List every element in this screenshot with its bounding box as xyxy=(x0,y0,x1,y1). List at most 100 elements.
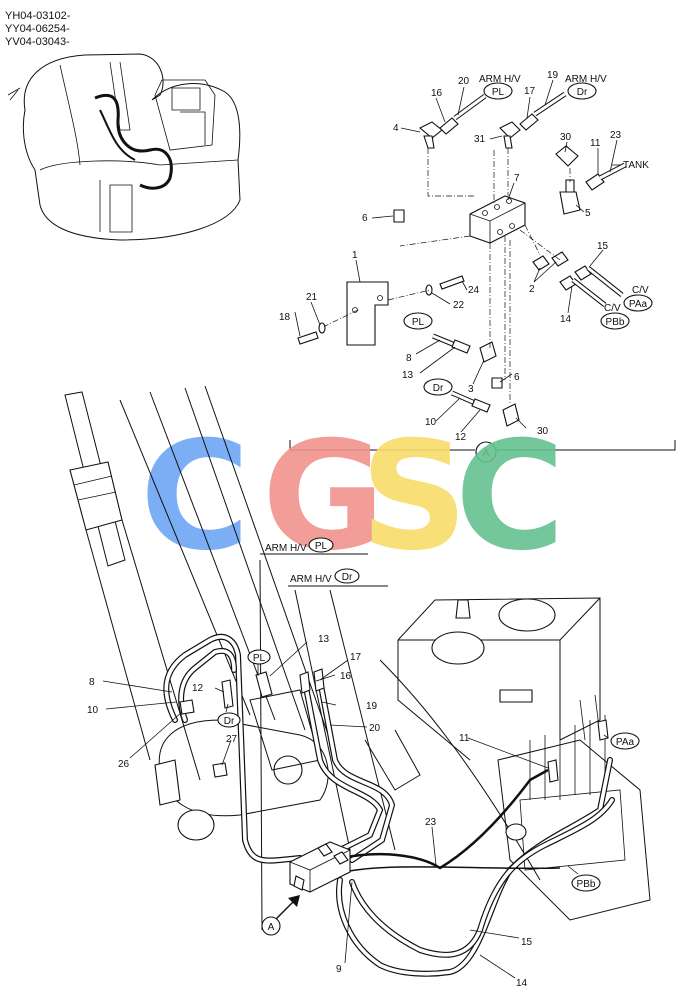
mounting-bracket xyxy=(346,281,389,346)
destination-label: C/V xyxy=(604,303,621,314)
control-valve-body xyxy=(497,739,651,921)
hose-routing xyxy=(163,633,615,977)
watermark-letter: C xyxy=(140,410,250,584)
callout-number: 12 xyxy=(192,683,204,694)
filter xyxy=(498,598,556,632)
callout-number: 16 xyxy=(340,671,352,682)
hose-clamp xyxy=(179,699,195,715)
port-tag-dr: Dr xyxy=(577,87,588,98)
main-assembly-view: A xyxy=(64,385,651,977)
machine-overview-illustration xyxy=(7,53,241,241)
manifold-block xyxy=(469,195,526,244)
callout-number: 31 xyxy=(474,134,486,145)
callout-number: 10 xyxy=(87,705,99,716)
elbow-fitting xyxy=(555,145,579,167)
destination-label: C/V xyxy=(632,285,649,296)
destination-labels: ARM H/V ARM H/V TANK C/V C/V ARM H/V ARM… xyxy=(265,74,649,585)
pivot-pin xyxy=(177,809,215,841)
callout-number: 30 xyxy=(560,132,572,143)
callout-number: 19 xyxy=(547,70,559,81)
callout-number: 2 xyxy=(529,284,535,295)
port-tag-pl: PL xyxy=(315,541,328,552)
callout-number: 11 xyxy=(459,733,470,744)
washer xyxy=(318,322,326,334)
bolt xyxy=(297,331,319,345)
port-tag-pbb: PBb xyxy=(606,317,625,328)
hose-fitting xyxy=(547,759,559,783)
callout-number: 18 xyxy=(279,312,291,323)
pivot-pin xyxy=(273,755,303,785)
callout-number: 9 xyxy=(336,964,342,975)
callout-number: 19 xyxy=(366,701,378,712)
watermark-letter: G xyxy=(262,410,385,584)
callout-number: 8 xyxy=(89,677,95,688)
callout-number: 14 xyxy=(516,978,528,989)
hose-fitting xyxy=(471,398,491,413)
exploded-view xyxy=(297,91,627,427)
hose-fitting xyxy=(519,113,539,131)
callout-number: 15 xyxy=(597,241,609,252)
callout-number: 20 xyxy=(369,723,381,734)
callout-number: 13 xyxy=(402,370,414,381)
callout-number: 14 xyxy=(560,314,572,325)
callout-number: 20 xyxy=(458,76,470,87)
callout-number: 21 xyxy=(306,292,318,303)
hose-clamp xyxy=(212,762,228,778)
callout-number: 16 xyxy=(431,88,443,99)
watermark-letter: C xyxy=(455,410,565,584)
hose-fitting xyxy=(255,671,273,698)
callout-number: 6 xyxy=(514,372,520,383)
port-tag-paa: PAa xyxy=(629,299,648,310)
connector xyxy=(532,255,550,271)
callout-number: 8 xyxy=(406,353,412,364)
hose-fitting xyxy=(221,679,234,709)
port-tag-dr: Dr xyxy=(433,383,444,394)
detail-callout-circle xyxy=(475,441,497,463)
serial-number-list: YH04-03102- YY04-06254- YV04-03043- xyxy=(5,10,71,48)
callout-number: 30 xyxy=(537,426,549,437)
serial-number: YV04-03043- xyxy=(5,36,70,48)
watermark-logo: C G S C xyxy=(140,410,565,584)
leader-lines xyxy=(102,79,620,979)
callout-number: 17 xyxy=(524,86,536,97)
port-tag-paa: PAa xyxy=(616,737,635,748)
callout-number: 23 xyxy=(610,130,622,141)
callout-number: 13 xyxy=(318,634,330,645)
view-callout-label: A xyxy=(268,922,275,933)
serial-number: YY04-06254- xyxy=(5,23,70,35)
manifold-block xyxy=(289,841,351,893)
destination-label: ARM H/V xyxy=(565,74,607,85)
elbow-fitting xyxy=(503,135,513,149)
watermark-letter: S xyxy=(360,410,468,584)
destination-label: ARM H/V xyxy=(290,574,332,585)
detail-callout-label: A xyxy=(483,448,490,459)
port-tag-pl: PL xyxy=(253,653,266,664)
port-tags: PL Dr PAa PBb PL Dr PL Dr PL Dr PAa PBb xyxy=(217,82,653,892)
callout-number: 27 xyxy=(226,734,238,745)
hose-fitting xyxy=(451,339,471,354)
callout-number: 7 xyxy=(514,173,520,184)
destination-label: ARM H/V xyxy=(479,74,521,85)
plug xyxy=(491,377,503,389)
callout-number: 15 xyxy=(521,937,533,948)
callout-number: 12 xyxy=(455,432,467,443)
destination-label: ARM H/V xyxy=(265,543,307,554)
filter xyxy=(431,631,485,665)
port-tag-pl: PL xyxy=(492,87,505,98)
callout-number: 6 xyxy=(362,213,368,224)
port-tag-dr: Dr xyxy=(224,716,235,727)
callout-number: 11 xyxy=(590,138,601,149)
callout-numbers: 20 19 16 17 4 31 30 11 23 5 7 6 1 24 22 … xyxy=(87,70,622,989)
callout-number: 5 xyxy=(585,208,591,219)
callout-number: 3 xyxy=(468,384,474,395)
bolt xyxy=(439,275,465,290)
hose-fitting xyxy=(439,117,459,135)
port-tag-dr: Dr xyxy=(342,572,353,583)
view-callout-circle xyxy=(261,916,281,936)
detail-a-bracket: A xyxy=(289,440,676,463)
callout-number: 1 xyxy=(352,250,358,261)
callout-number: 26 xyxy=(118,759,130,770)
hose-fitting xyxy=(299,671,311,694)
